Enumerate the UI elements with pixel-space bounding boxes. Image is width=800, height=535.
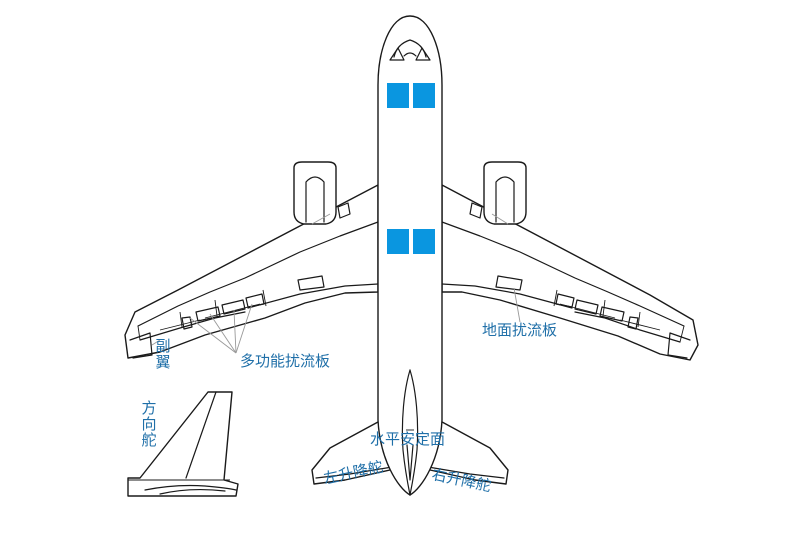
- right-engine: [483, 161, 527, 225]
- left-engine: [293, 161, 337, 225]
- aileron-label: 副翼: [155, 337, 171, 371]
- ground-spoiler-label: 地面扰流板: [482, 321, 558, 339]
- right-wing: [441, 184, 699, 361]
- rudder-label: 方向舵: [141, 399, 157, 449]
- mid-left-door: [387, 229, 409, 254]
- front-left-door: [387, 83, 409, 108]
- left-wing: [124, 184, 379, 359]
- vertical-tail-side-view: [127, 391, 239, 497]
- fuselage: [377, 15, 443, 496]
- leader-lines: [151, 287, 521, 354]
- horizontal-stabilizer-label: 水平安定面: [370, 430, 446, 448]
- multifunction-spoiler-label: 多功能扰流板: [240, 352, 331, 370]
- front-right-door: [413, 83, 435, 108]
- mid-right-door: [413, 229, 435, 254]
